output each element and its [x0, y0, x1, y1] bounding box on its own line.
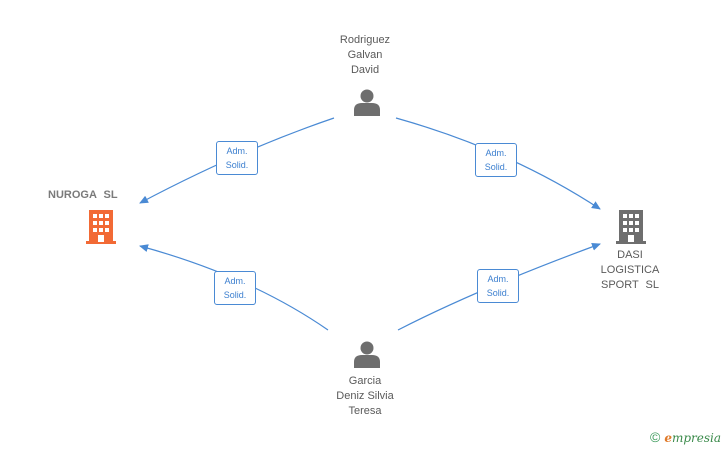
relation-role-line1: Adm. [226, 146, 248, 156]
relation-badge[interactable]: Adm. Solid. [216, 141, 258, 175]
company-left-name: NUROGA SL [48, 188, 148, 203]
person-bottom-name-line: Deniz Silvia [336, 390, 394, 402]
person-top-name-line: Galvan [347, 49, 383, 61]
building-icon[interactable] [86, 210, 116, 244]
company-left-name-line: NUROGA SL [48, 189, 118, 201]
person-top-name-line: Rodriguez [339, 34, 391, 46]
relation-badge[interactable]: Adm. Solid. [477, 269, 519, 303]
company-right-name-line: LOGISTICA [600, 264, 660, 276]
relation-role-line2: Solid. [486, 288, 510, 298]
brand-logo-text: mpresia [671, 431, 722, 445]
company-right-name-line: DASI [617, 249, 643, 261]
copyright-icon: © [650, 429, 661, 445]
building-icon[interactable] [616, 210, 646, 244]
company-right-name-line: SPORT SL [600, 279, 659, 291]
relation-badge[interactable]: Adm. Solid. [214, 271, 256, 305]
person-icon[interactable] [353, 88, 381, 116]
person-top-name: Rodriguez Galvan David [320, 33, 410, 78]
person-bottom-name-line: Garcia [348, 375, 382, 387]
person-bottom-name: Garcia Deniz Silvia Teresa [310, 374, 420, 419]
company-right-name: DASI LOGISTICA SPORT SL [585, 248, 675, 293]
person-bottom-name-line: Teresa [348, 405, 382, 417]
relation-role-line1: Adm. [487, 274, 509, 284]
relation-role-line2: Solid. [223, 290, 247, 300]
brand-logo-initial: e [664, 431, 672, 445]
relation-role-line1: Adm. [224, 276, 246, 286]
relation-role-line1: Adm. [485, 148, 507, 158]
relation-badge[interactable]: Adm. Solid. [475, 143, 517, 177]
brand-watermark: ©empresia [650, 429, 721, 445]
relation-role-line2: Solid. [484, 162, 508, 172]
person-top-name-line: David [350, 64, 380, 76]
relation-role-line2: Solid. [225, 160, 249, 170]
person-icon[interactable] [353, 340, 381, 368]
